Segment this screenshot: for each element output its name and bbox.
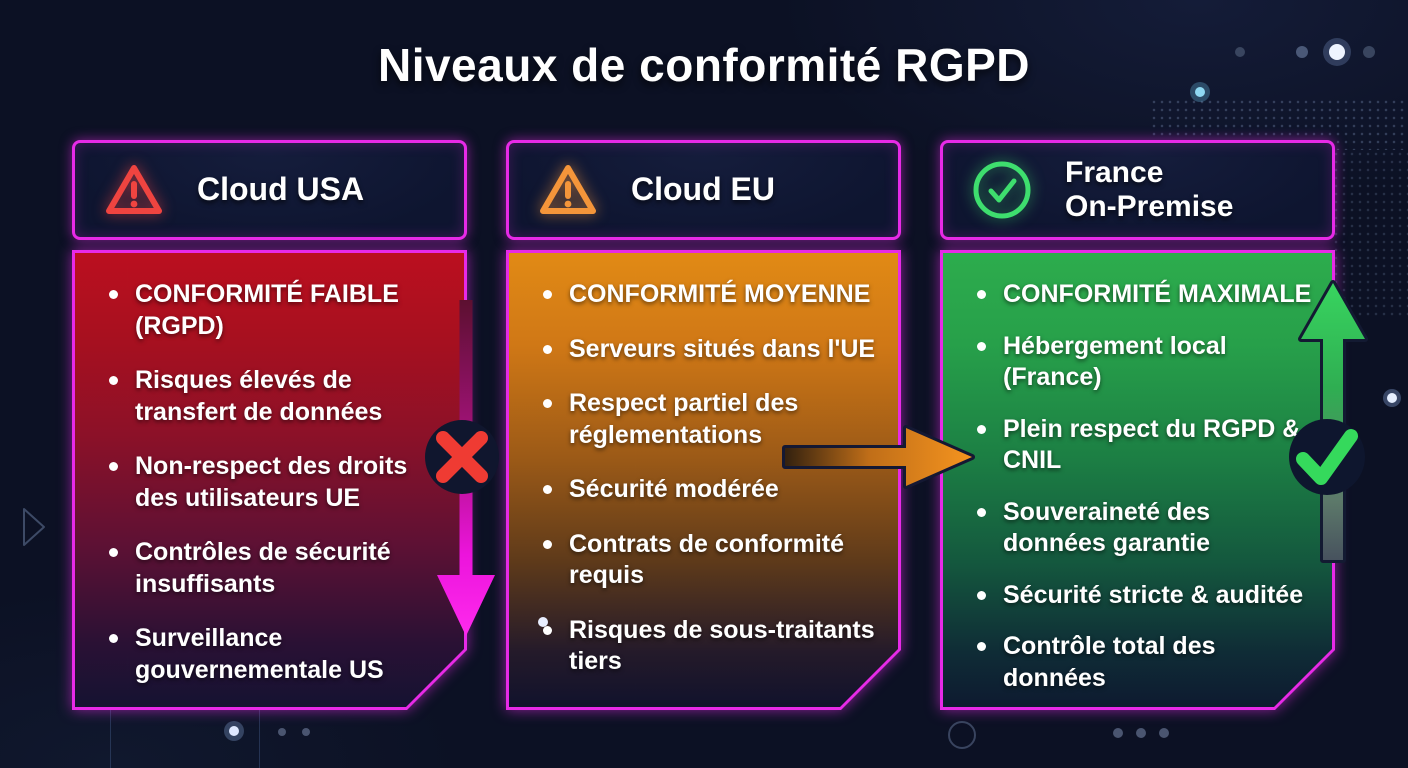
column-title: Cloud USA <box>197 171 365 208</box>
column-body-cloud-eu: CONFORMITÉ MOYENNE Serveurs situés dans … <box>506 250 901 710</box>
list-item: Souveraineté des données garantie <box>973 497 1318 560</box>
column-cloud-usa: Cloud USA CONFORMITÉ FAIBLE (RGPD) Risqu… <box>72 140 467 710</box>
warning-triangle-icon <box>103 162 165 218</box>
dot-pattern-decoration <box>1332 150 1408 320</box>
list-item: Serveurs situés dans l'UE <box>539 334 884 366</box>
list-item: Hébergement local (France) <box>973 331 1318 394</box>
list-item: Contrôle total des données <box>973 631 1318 694</box>
list-item: Respect partiel des réglementations <box>539 388 884 451</box>
column-body-france-on-premise: CONFORMITÉ MAXIMALE Hébergement local (F… <box>940 250 1335 710</box>
list-item: Contrôles de sécurité insuffisants <box>105 537 450 600</box>
column-header-france-on-premise: France On-Premise <box>940 140 1335 240</box>
list-item: Surveillance gouvernementale US <box>105 623 450 686</box>
list-item: CONFORMITÉ MAXIMALE <box>973 279 1318 311</box>
bullet-list: CONFORMITÉ MOYENNE Serveurs situés dans … <box>539 279 884 678</box>
play-triangle-icon <box>23 508 45 546</box>
column-body-cloud-usa: CONFORMITÉ FAIBLE (RGPD) Risques élevés … <box>72 250 467 710</box>
list-item: CONFORMITÉ FAIBLE (RGPD) <box>105 279 450 342</box>
list-item: Sécurité modérée <box>539 474 884 506</box>
decorative-line <box>259 702 260 768</box>
bullet-list: CONFORMITÉ FAIBLE (RGPD) Risques élevés … <box>105 279 450 686</box>
list-item: Risques de sous-traitants tiers <box>539 615 884 678</box>
list-item: Contrats de conformité requis <box>539 529 884 592</box>
column-title: France On-Premise <box>1065 156 1234 223</box>
page-title: Niveaux de conformité RGPD <box>377 39 1031 91</box>
list-item: Plein respect du RGPD & CNIL <box>973 414 1318 477</box>
list-item: Non-respect des droits des utilisateurs … <box>105 451 450 514</box>
column-title: Cloud EU <box>631 171 775 208</box>
column-cloud-eu: Cloud EU CONFORMITÉ MOYENNE Serveurs sit… <box>506 140 901 710</box>
decorative-line <box>110 700 111 768</box>
warning-triangle-icon <box>537 162 599 218</box>
bullet-list: CONFORMITÉ MAXIMALE Hébergement local (F… <box>973 279 1318 694</box>
column-header-cloud-usa: Cloud USA <box>72 140 467 240</box>
list-item: Risques élevés de transfert de données <box>105 365 450 428</box>
column-header-cloud-eu: Cloud EU <box>506 140 901 240</box>
column-france-on-premise: France On-Premise CONFORMITÉ MAXIMALE Hé… <box>940 140 1335 710</box>
list-item: CONFORMITÉ MOYENNE <box>539 279 884 311</box>
list-item: Sécurité stricte & auditée <box>973 580 1318 612</box>
check-circle-icon <box>971 159 1033 221</box>
